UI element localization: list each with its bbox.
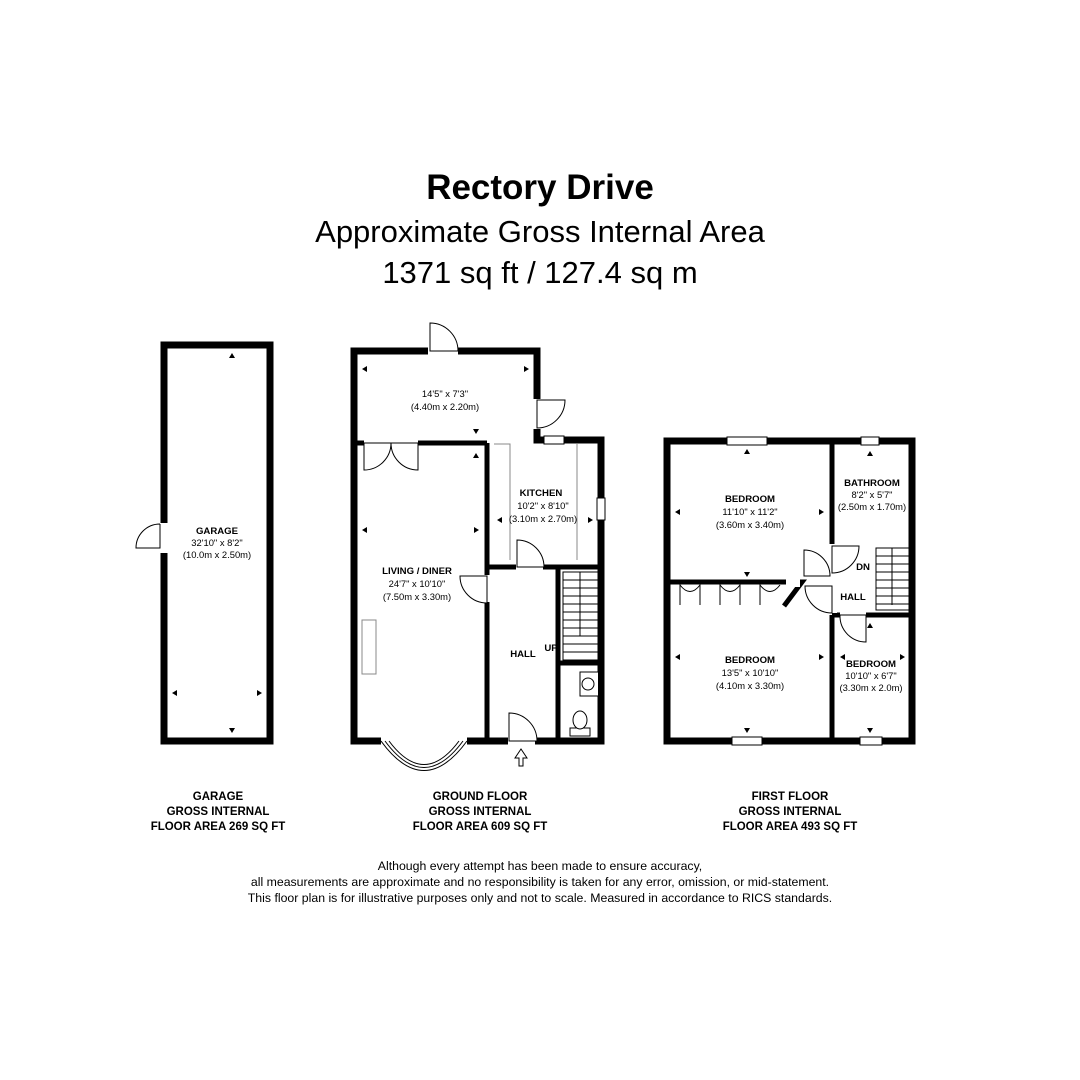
garage-plan: GARAGE 32'10" x 8'2" (10.0m x 2.50m) xyxy=(135,341,274,745)
window-icon xyxy=(380,740,468,771)
first-hall-label: HALL xyxy=(840,592,866,603)
basin-icon xyxy=(579,671,598,697)
window-icon xyxy=(726,436,883,746)
door-swing-icon xyxy=(803,545,867,643)
conservatory-dim-metric: (4.40m x 2.20m) xyxy=(411,401,479,412)
bedroom-3-dim-metric: (3.30m x 2.0m) xyxy=(839,682,902,693)
bedroom-1-dim-metric: (3.60m x 3.40m) xyxy=(716,519,784,530)
caption-line: GROSS INTERNAL xyxy=(738,806,842,818)
garage-label: GARAGE xyxy=(196,526,239,537)
stairs-up-label: UP xyxy=(544,643,558,654)
disclaimer-line: Although every attempt has been made to … xyxy=(377,859,703,873)
ground-floor-caption: GROUND FLOOR GROSS INTERNAL FLOOR AREA 6… xyxy=(360,790,600,835)
bedroom-2-dim-imperial: 13'5" x 10'10" xyxy=(722,667,779,678)
bedroom-3-dim-imperial: 10'10" x 6'7" xyxy=(845,670,896,681)
door-swing-icon xyxy=(135,523,161,549)
ground-hall-label: HALL xyxy=(510,649,536,660)
bedroom-1-label: BEDROOM xyxy=(725,494,775,505)
first-floor-outer-walls xyxy=(663,437,916,745)
garage-dim-metric: (10.0m x 2.50m) xyxy=(183,549,251,560)
caption-line: GARAGE xyxy=(192,791,244,803)
wardrobe xyxy=(679,582,781,605)
caption-line: FLOOR AREA 493 SQ FT xyxy=(722,821,858,833)
fireplace xyxy=(361,619,377,675)
kitchen-worktop xyxy=(494,443,578,560)
living-diner-dim-metric: (7.50m x 3.30m) xyxy=(383,591,451,602)
door-swing-icon xyxy=(363,322,566,742)
ground-floor-plan: 14'5" x 7'3" (4.40m x 2.20m) KITCHEN 10'… xyxy=(350,322,606,771)
stairs-icon xyxy=(562,571,599,661)
stairs-down-label: DN xyxy=(856,562,870,573)
garage-dim-imperial: 32'10" x 8'2" xyxy=(191,537,242,548)
toilet-icon xyxy=(569,710,591,737)
caption-line: FLOOR AREA 269 SQ FT xyxy=(150,821,286,833)
bedroom-2-dim-metric: (4.10m x 3.30m) xyxy=(716,680,784,691)
bedroom-2-label: BEDROOM xyxy=(725,655,775,666)
stairs-icon xyxy=(875,547,910,611)
conservatory-dim-imperial: 14'5" x 7'3" xyxy=(422,388,468,399)
caption-line: FIRST FLOOR xyxy=(751,791,829,803)
caption-line: FLOOR AREA 609 SQ FT xyxy=(412,821,548,833)
bathroom-dim-metric: (2.50m x 1.70m) xyxy=(838,501,906,512)
first-floor-plan: BEDROOM 11'10" x 11'2" (3.60m x 3.40m) B… xyxy=(663,436,916,746)
ground-floor-outer-walls xyxy=(350,347,605,745)
disclaimer: Although every attempt has been made to … xyxy=(0,858,1080,906)
living-diner-label: LIVING / DINER xyxy=(382,566,452,577)
garage-door-gap xyxy=(158,523,170,553)
kitchen-dim-imperial: 10'2" x 8'10" xyxy=(517,500,568,511)
garage-caption: GARAGE GROSS INTERNAL FLOOR AREA 269 SQ … xyxy=(98,790,338,835)
bedroom-3-label: BEDROOM xyxy=(846,659,896,670)
kitchen-label: KITCHEN xyxy=(520,488,563,499)
bay-window-gap xyxy=(381,736,467,746)
caption-line: GROUND FLOOR xyxy=(432,791,528,803)
total-area: 1371 sq ft / 127.4 sq m xyxy=(382,255,698,290)
bathroom-label: BATHROOM xyxy=(844,478,900,489)
first-floor-caption: FIRST FLOOR GROSS INTERNAL FLOOR AREA 49… xyxy=(670,790,910,835)
kitchen-dim-metric: (3.10m x 2.70m) xyxy=(509,513,577,524)
disclaimer-line: all measurements are approximate and no … xyxy=(250,875,830,889)
bedroom-2-door-gap xyxy=(786,577,800,587)
window-icon xyxy=(543,435,606,521)
bathroom-dim-imperial: 8'2" x 5'7" xyxy=(852,489,893,500)
bedroom-1-dim-imperial: 11'10" x 11'2" xyxy=(722,506,777,517)
first-floor-internal-walls xyxy=(670,441,912,741)
plan-subtitle: Approximate Gross Internal Area xyxy=(315,214,765,249)
entrance-arrow-icon xyxy=(514,748,528,767)
plan-title: Rectory Drive xyxy=(426,168,654,207)
caption-line: GROSS INTERNAL xyxy=(428,806,532,818)
caption-line: GROSS INTERNAL xyxy=(166,806,270,818)
disclaimer-line: This floor plan is for illustrative purp… xyxy=(247,891,833,905)
living-diner-dim-imperial: 24'7" x 10'10" xyxy=(389,578,446,589)
